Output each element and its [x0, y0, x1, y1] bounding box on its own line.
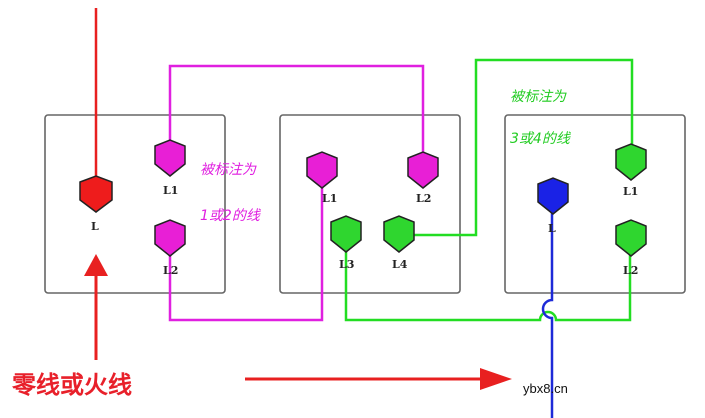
label-right-l2: L2: [623, 264, 638, 277]
terminal-middle-l1: [306, 151, 338, 189]
wire-blue: [541, 200, 554, 418]
wire-green-bottom: [344, 240, 632, 322]
note-green-line2: 3或4的线: [510, 131, 572, 147]
label-left-l1: L1: [163, 184, 178, 197]
wire-magenta-top: [168, 64, 425, 155]
wire-green-top: [398, 58, 634, 237]
note-pink-line2: 1或2的线: [200, 208, 262, 224]
label-middle-l4: L4: [392, 258, 408, 271]
watermark: ybx8.cn: [523, 381, 568, 396]
label-left-l: L: [91, 220, 99, 233]
note-pink-line1: 被标注为: [200, 162, 257, 178]
caption-neutral-or-live: 零线或火线: [11, 371, 132, 399]
terminal-right-l1: [615, 143, 647, 181]
label-right-l1: L1: [623, 185, 638, 198]
terminal-left-l: [79, 175, 113, 213]
arrow-right-head: [480, 368, 512, 390]
terminal-middle-l4: [383, 215, 415, 253]
label-middle-l2: L2: [416, 192, 431, 205]
terminal-left-l2: [154, 219, 186, 257]
terminal-middle-l2: [407, 151, 439, 189]
arrow-up-head: [84, 254, 108, 276]
terminal-right-l: [537, 177, 569, 215]
label-right-l: L: [548, 222, 556, 235]
label-middle-l1: L1: [322, 192, 337, 205]
terminal-right-l2: [615, 219, 647, 257]
switch-box-left: [44, 114, 226, 294]
wire-magenta-bottom: [168, 175, 324, 322]
note-green-line1: 被标注为: [510, 89, 567, 105]
terminal-left-l1: [154, 139, 186, 177]
label-left-l2: L2: [163, 264, 178, 277]
terminal-middle-l3: [330, 215, 362, 253]
switch-box-middle: [279, 114, 461, 294]
label-middle-l3: L3: [339, 258, 354, 271]
